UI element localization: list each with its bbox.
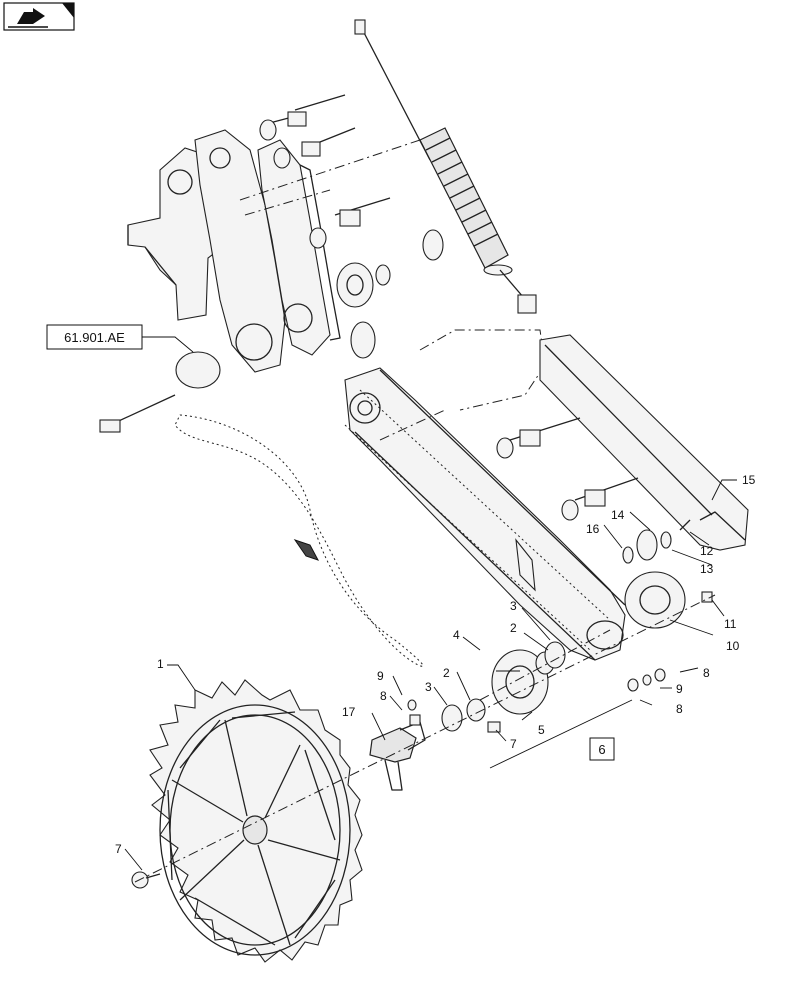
right-bolts (496, 417, 639, 521)
callout-15: 15 (742, 473, 756, 487)
callout-7: 7 (115, 842, 122, 856)
callout-11: 11 (724, 617, 737, 631)
reference-box[interactable]: 61.901.AE (46, 324, 143, 350)
callout-7: 7 (510, 737, 517, 751)
callout-3: 3 (425, 680, 432, 694)
mounting-plates (127, 129, 341, 373)
callout-2: 2 (443, 666, 450, 680)
kit-label: 6 (598, 742, 605, 757)
drive-arm (344, 329, 626, 661)
callout-8: 8 (380, 689, 387, 703)
callout-2: 2 (510, 621, 517, 635)
gauge-wheel (149, 679, 363, 963)
spindle (369, 699, 426, 791)
upper-bolts (239, 94, 421, 249)
callout-17: 17 (342, 705, 356, 719)
chain-cover (539, 334, 749, 551)
idler-sprocket-parts (622, 519, 691, 564)
assembly-centerline (134, 594, 716, 883)
callout-12: 12 (700, 544, 714, 558)
callout-1: 1 (157, 657, 164, 671)
callout-4: 4 (453, 628, 460, 642)
callout-9: 9 (676, 682, 683, 696)
fastener-7-lower (131, 871, 161, 889)
callout-3: 3 (510, 599, 517, 613)
washers-right (627, 668, 666, 692)
callout-labels: 1 2 2 3 3 4 5 7 7 8 8 8 9 9 10 11 12 13 … (115, 473, 756, 856)
flange-plate (624, 571, 686, 629)
drive-chain (174, 414, 424, 667)
callout-5: 5 (538, 723, 545, 737)
callout-8: 8 (676, 702, 683, 716)
callout-9: 9 (377, 669, 384, 683)
kit-box[interactable]: 6 (589, 737, 615, 761)
page-navigation-icon[interactable] (3, 2, 75, 31)
callout-13: 13 (700, 562, 714, 576)
callout-8: 8 (703, 666, 710, 680)
tension-spring-assembly (354, 19, 537, 314)
reference-label: 61.901.AE (64, 330, 125, 345)
callout-10: 10 (726, 639, 740, 653)
leader-lines (124, 336, 737, 871)
callout-16: 16 (586, 522, 600, 536)
upper-sprockets (99, 229, 444, 433)
callout-14: 14 (611, 508, 625, 522)
